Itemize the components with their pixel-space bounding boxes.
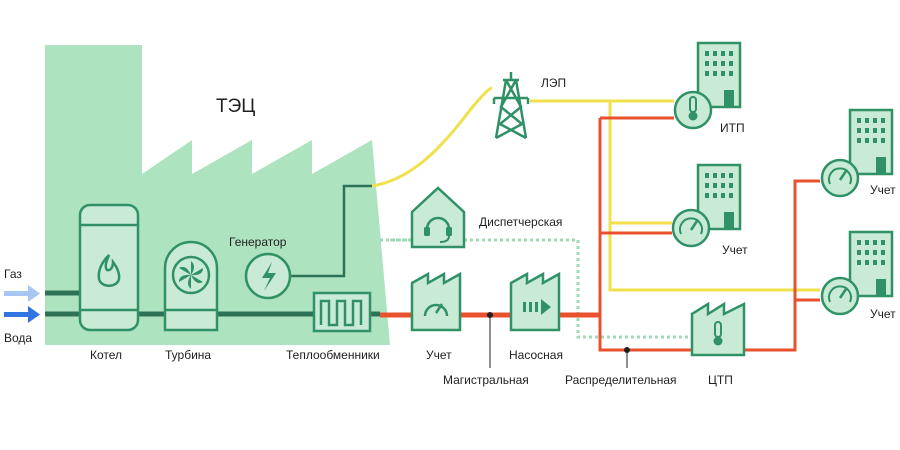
distribution-pipeline-marker — [624, 347, 630, 368]
gas-arrow — [4, 285, 40, 302]
pump-station-label: Насосная — [509, 348, 563, 362]
right-bottom-meter-label: Учет — [870, 307, 896, 321]
distribution-pipeline-label: Распределительная — [565, 373, 677, 387]
itp-building-icon — [673, 41, 742, 130]
gas-label: Газ — [4, 267, 22, 281]
ctp-icon — [690, 301, 746, 357]
right-bottom-building-meter-icon — [820, 230, 894, 316]
main-pipeline-label: Магистральная — [443, 373, 529, 387]
plant-meter-label: Учет — [426, 348, 452, 362]
mid-building-meter-icon — [671, 163, 742, 248]
ctp-label: ЦТП — [708, 373, 733, 387]
right-top-building-meter-icon — [820, 108, 894, 198]
generator-label: Генератор — [229, 235, 287, 249]
mid-meter-label: Учет — [722, 243, 748, 257]
power-lines — [371, 86, 820, 292]
main-pipeline-marker — [487, 312, 493, 368]
water-arrow — [4, 306, 40, 323]
dispatch-headset-icon — [410, 186, 466, 249]
plant-meter-icon — [410, 271, 462, 332]
dispatch-data-lines — [380, 238, 700, 339]
generator-icon — [244, 252, 292, 300]
turbine-icon — [163, 240, 219, 332]
turbine-label: Турбина — [165, 348, 212, 362]
generator-cable — [290, 184, 372, 278]
boiler-label: Котел — [90, 348, 123, 362]
boiler-icon — [78, 203, 140, 332]
power-line-label: ЛЭП — [541, 76, 567, 90]
plant-title: ТЭЦ — [216, 96, 256, 117]
power-tower-icon — [492, 72, 530, 140]
heat-exchanger-icon — [312, 291, 372, 333]
right-top-meter-label: Учет — [870, 183, 896, 197]
water-label: Вода — [4, 331, 33, 345]
itp-label: ИТП — [720, 121, 745, 135]
pump-station-icon — [509, 271, 561, 332]
heat-exchangers-label: Теплообменники — [286, 348, 380, 362]
dispatch-label: Диспетчерская — [479, 215, 563, 229]
